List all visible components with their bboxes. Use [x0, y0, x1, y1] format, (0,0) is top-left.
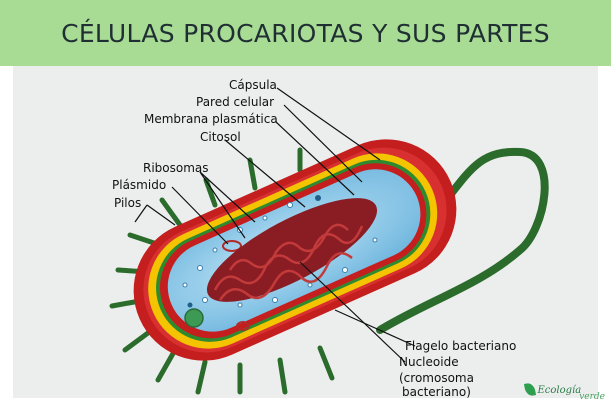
label-flagelo: Flagelo bacteriano	[405, 339, 516, 353]
logo-word-1: Ecología	[537, 386, 581, 396]
granule	[185, 309, 203, 327]
label-citosol: Citosol	[200, 130, 241, 144]
label-pilos: Pilos	[114, 196, 141, 210]
label-plasmido: Plásmido	[112, 178, 166, 192]
label-cromosoma-1: (cromosoma	[399, 371, 474, 385]
ecologia-verde-logo: Ecología verde	[525, 383, 605, 396]
label-nucleoide: Nucleoide	[399, 355, 459, 369]
label-cromosoma-2: bacteriano)	[402, 385, 471, 398]
label-pared-celular: Pared celular	[196, 95, 274, 109]
label-membrana: Membrana plasmática	[144, 112, 278, 126]
leaf-icon	[524, 382, 536, 397]
label-ribosomas: Ribosomas	[143, 161, 209, 175]
label-capsula: Cápsula	[229, 78, 277, 92]
